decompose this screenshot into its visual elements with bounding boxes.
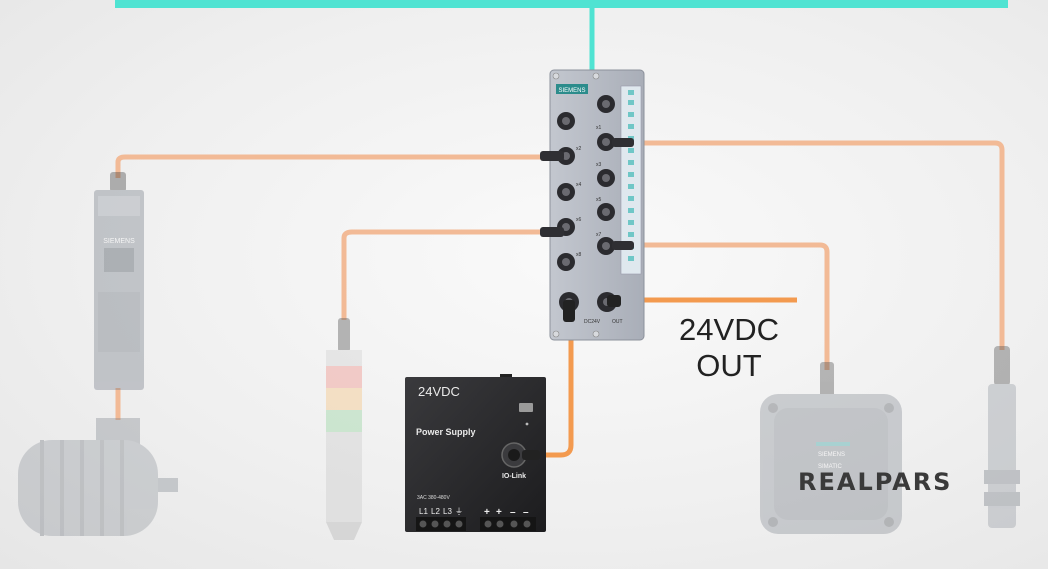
cable-power-supply	[536, 318, 574, 458]
electric-motor	[18, 418, 178, 536]
output-label: 24VDC OUT	[664, 312, 794, 384]
output-label-out: OUT	[696, 348, 762, 383]
proximity-sensor	[984, 346, 1020, 528]
siemens-badge	[556, 84, 588, 94]
module-led-strip	[628, 90, 634, 261]
port-label: x8	[576, 252, 582, 258]
input-rating: 3AC 380-480V	[417, 495, 450, 501]
power-supply-name: Power Supply	[416, 427, 476, 437]
motor-starter: SIEMENS	[94, 172, 144, 390]
module-brand: SIEMENS	[558, 88, 585, 94]
terminal-label: +	[484, 507, 490, 518]
cable-motor-starter	[115, 154, 560, 178]
rfid-model: SIMATIC	[818, 464, 843, 470]
input-terminal-block	[416, 517, 466, 531]
sensor-cables	[115, 140, 1005, 420]
terminal-label: +	[496, 507, 502, 518]
power-port-label-out: OUT	[612, 319, 623, 325]
terminal-label: –	[510, 507, 516, 518]
terminal-label: –	[523, 507, 529, 518]
output-label-voltage: 24VDC	[679, 312, 779, 347]
terminal-label: L2	[431, 507, 440, 516]
cable-rfid-reader	[640, 242, 830, 370]
network-bus	[115, 0, 1008, 74]
cable-proximity-sensor	[640, 140, 1005, 350]
terminal-label: L1	[419, 507, 428, 516]
module-power-ports	[559, 292, 621, 322]
output-terminal-block	[480, 517, 536, 531]
signal-tower	[326, 318, 362, 540]
rfid-brand: SIEMENS	[818, 452, 845, 458]
power-port-label-in: DC24V	[584, 319, 601, 325]
terminal-label: L3	[443, 507, 452, 516]
rfid-reader: SIEMENS SIMATIC	[760, 362, 902, 534]
realpars-watermark: REALPARS	[798, 468, 953, 496]
port-label: x3	[596, 162, 602, 168]
motor-starter-brand: SIEMENS	[103, 238, 135, 245]
cable-signal-tower	[341, 229, 560, 320]
port-label: x6	[576, 217, 582, 223]
module-cable-plugs	[540, 138, 634, 250]
io-module: SIEMENS	[540, 69, 645, 341]
power-supply-voltage: 24VDC	[418, 384, 460, 399]
power-supply: 24VDC Power Supply IO-Link 3AC 380-480V …	[405, 374, 546, 532]
port-label: x4	[576, 182, 582, 188]
port-label: x2	[576, 146, 582, 152]
port-label: x1	[596, 125, 602, 131]
io-link-label: IO-Link	[502, 473, 526, 480]
status-led-icon	[519, 403, 533, 412]
terminal-label: ⏚	[455, 507, 463, 516]
port-label: x5	[596, 197, 602, 203]
port-label: x7	[596, 232, 602, 238]
module-ports-right	[597, 95, 615, 255]
